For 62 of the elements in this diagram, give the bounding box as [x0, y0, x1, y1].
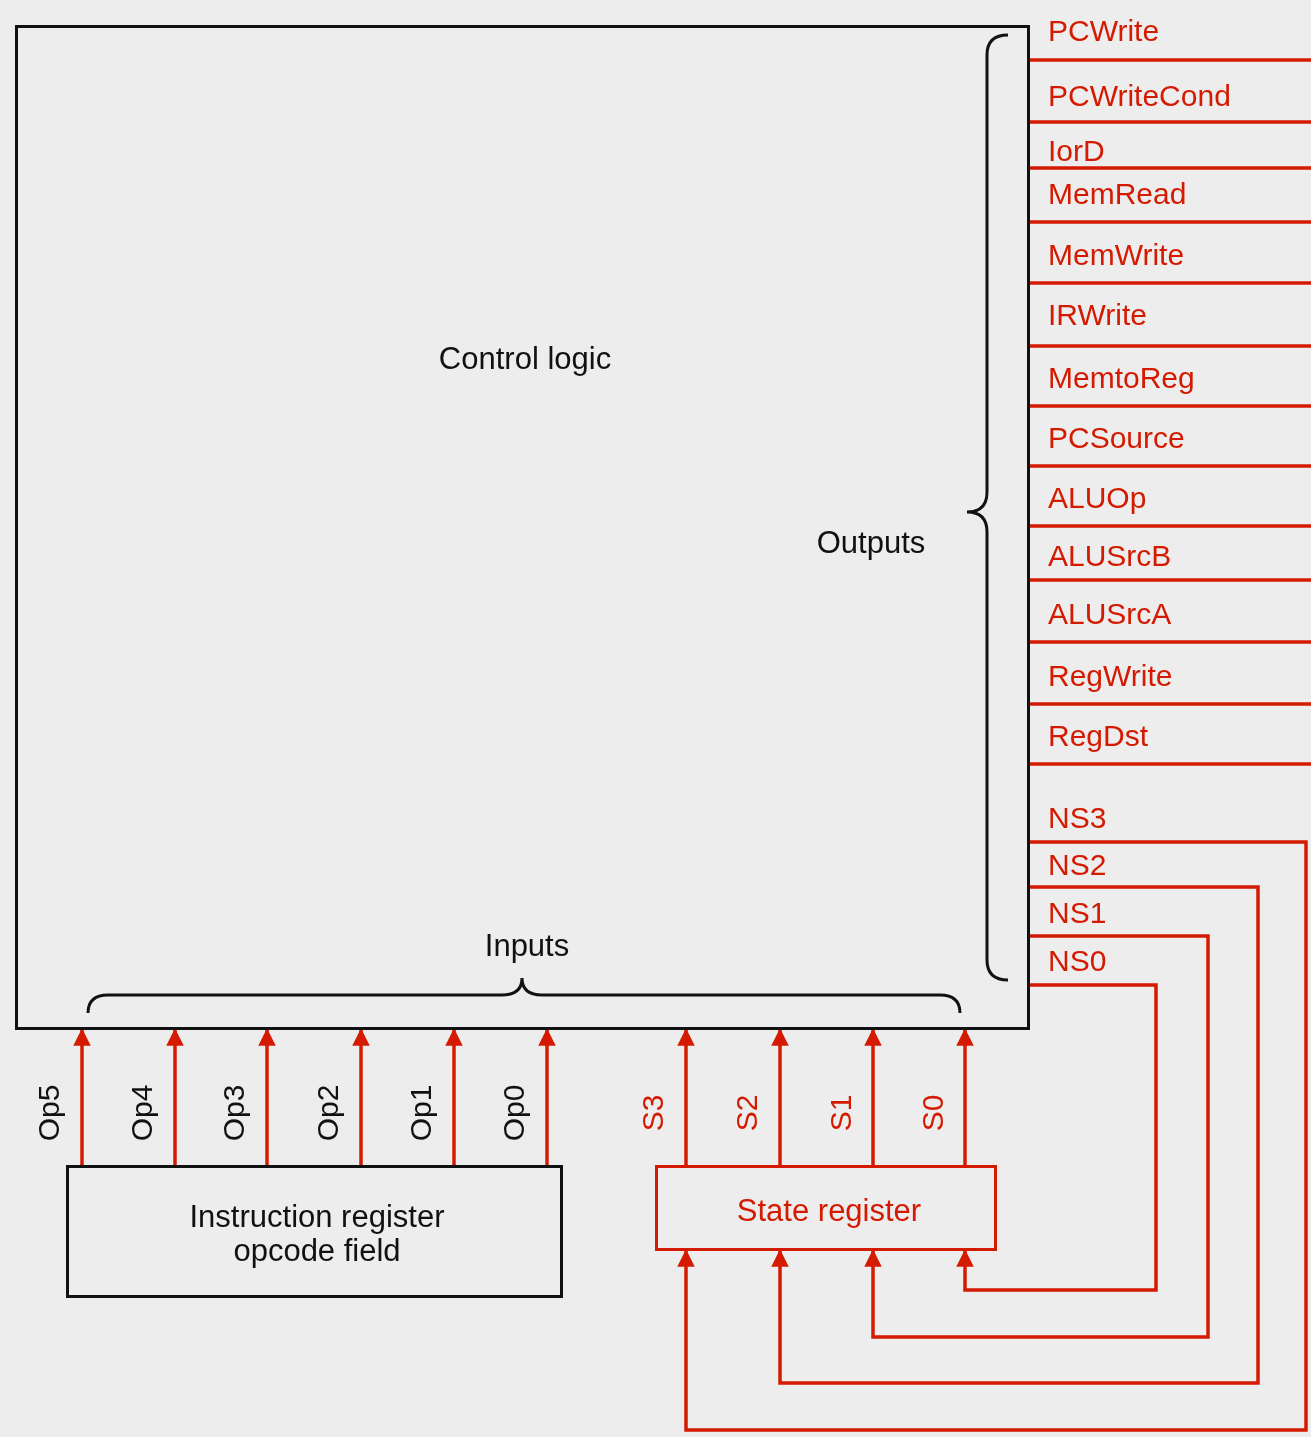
arrow [538, 1028, 556, 1165]
signal-label: S2 [729, 1094, 763, 1132]
signal-label: Op0 [496, 1084, 530, 1142]
box-label: State register [736, 1193, 922, 1229]
arrow [864, 1028, 882, 1165]
arrow [445, 1028, 463, 1165]
signal-label: IRWrite [1048, 297, 1147, 331]
arrow [956, 983, 1158, 1292]
arrow [258, 1028, 276, 1165]
signal-label: IorD [1048, 133, 1105, 167]
signal-label: S3 [635, 1094, 669, 1132]
box-title: Control logic [438, 341, 612, 377]
signal-line [1030, 640, 1311, 644]
arrow [352, 1028, 370, 1165]
signal-line [1030, 524, 1311, 528]
signal-label: Op1 [403, 1084, 437, 1142]
signal-label: NS2 [1048, 847, 1107, 881]
signal-label: ALUOp [1048, 480, 1147, 514]
signal-label: Op2 [310, 1084, 344, 1142]
signal-label: Op3 [216, 1084, 250, 1142]
signal-label: S0 [915, 1094, 949, 1132]
signal-label: MemRead [1048, 176, 1187, 210]
register-box [655, 1165, 997, 1251]
group-label: Inputs [484, 928, 570, 964]
signal-label: S1 [823, 1094, 857, 1132]
signal-label: MemtoReg [1048, 360, 1195, 394]
signal-line [1030, 762, 1311, 766]
signal-line [1030, 702, 1311, 706]
arrow [73, 1028, 91, 1165]
signal-label: MemWrite [1048, 237, 1185, 271]
signal-line [1030, 220, 1311, 224]
arrow [677, 840, 1308, 1432]
signal-line [1030, 464, 1311, 468]
signal-label: Op5 [31, 1084, 65, 1142]
signal-line [1030, 58, 1311, 62]
signal-line [1030, 166, 1311, 170]
signal-label: ALUSrcB [1048, 538, 1172, 572]
signal-line [1030, 404, 1311, 408]
arrow [864, 934, 1210, 1339]
signal-label: RegWrite [1048, 658, 1173, 692]
signal-label: RegDst [1048, 718, 1149, 752]
arrow [166, 1028, 184, 1165]
signal-label: Op4 [124, 1084, 158, 1142]
signal-line [1030, 344, 1311, 348]
signal-label: NS3 [1048, 800, 1107, 834]
arrow [771, 1028, 789, 1165]
register-box [66, 1165, 563, 1298]
arrow [771, 885, 1260, 1385]
signal-line [1030, 281, 1311, 285]
box-label: Instruction register opcode field [188, 1199, 446, 1269]
signal-label: NS0 [1048, 943, 1107, 977]
signal-label: PCWrite [1048, 13, 1160, 47]
signal-line [1030, 578, 1311, 582]
signal-label: PCWriteCond [1048, 78, 1231, 112]
control-logic-box [15, 25, 1030, 1030]
signal-label: NS1 [1048, 895, 1107, 929]
signal-label: ALUSrcA [1048, 596, 1172, 630]
signal-line [1030, 120, 1311, 124]
group-label: Outputs [816, 525, 926, 561]
arrow [677, 1028, 695, 1165]
signal-label: PCSource [1048, 420, 1185, 454]
arrow [956, 1028, 974, 1165]
